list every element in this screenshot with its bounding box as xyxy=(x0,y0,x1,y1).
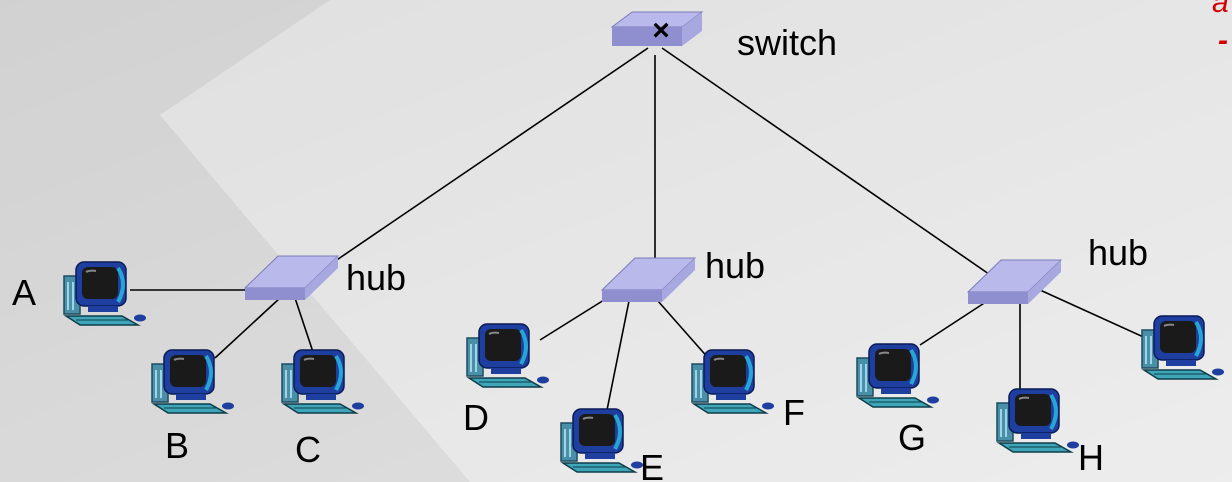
host-b-label: B xyxy=(165,425,189,466)
host-e-label: E xyxy=(640,447,664,482)
host-g-label: G xyxy=(898,417,926,458)
host-h-label: H xyxy=(1078,437,1104,478)
cropped-annotation-line1: a xyxy=(1212,0,1229,19)
links xyxy=(130,47,1151,421)
link-hub3-g xyxy=(919,295,996,346)
switch-device: × xyxy=(610,11,704,47)
link-hub1-c xyxy=(294,297,316,359)
switch-x-icon: × xyxy=(652,14,670,47)
link-hub3-host xyxy=(1039,289,1151,341)
link-hub2-f xyxy=(649,291,711,361)
hub-label-1: hub xyxy=(346,257,406,298)
cropped-annotation-line2: - xyxy=(1218,24,1228,57)
hub-device-3 xyxy=(966,259,1063,304)
link-switch-hub3 xyxy=(661,47,1013,291)
hub-label-2: hub xyxy=(705,245,765,286)
switch-label: switch xyxy=(737,22,837,63)
hub-device-2 xyxy=(600,257,697,302)
host-c-label: C xyxy=(295,429,321,470)
host-f-label: F xyxy=(783,392,805,433)
host-d-label: D xyxy=(463,397,489,438)
link-switch-hub1 xyxy=(299,47,649,286)
hub-label-3: hub xyxy=(1088,232,1148,273)
background-shape xyxy=(0,0,470,482)
background-shape-light xyxy=(160,0,1232,482)
host-a-label: A xyxy=(12,272,36,313)
hub-device-1 xyxy=(243,255,340,300)
link-hub2-e xyxy=(604,295,631,421)
link-hub1-b xyxy=(214,297,281,359)
